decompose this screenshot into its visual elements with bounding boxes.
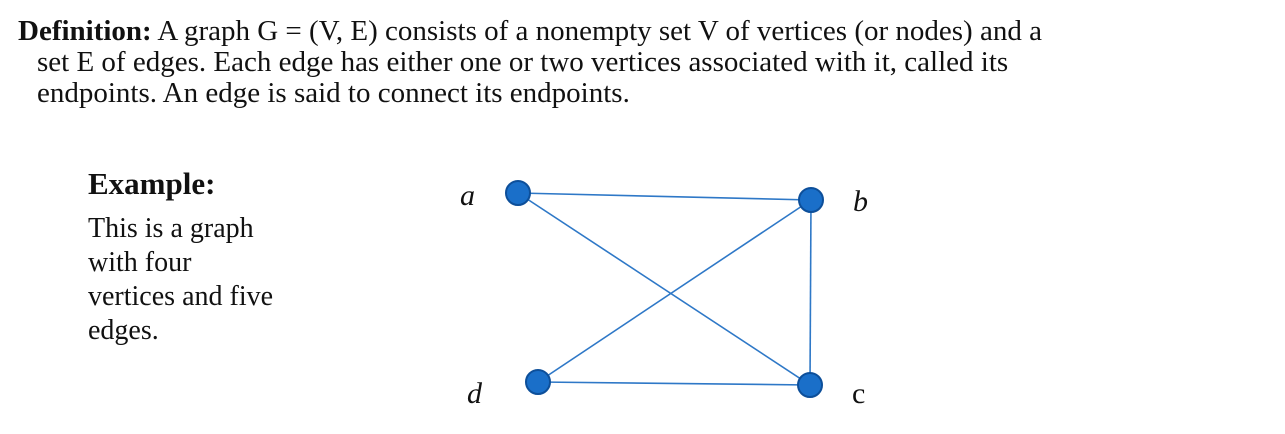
example-line-1: This is a graph — [88, 213, 254, 244]
example-line-2: with four — [88, 247, 192, 278]
definition-line-3: endpoints. An edge is said to connect it… — [37, 77, 630, 109]
vertex-c — [797, 372, 823, 398]
graph-labels: a b c d — [460, 179, 868, 410]
vertex-label-b: b — [853, 185, 868, 218]
edge-d-c — [537, 381, 811, 386]
definition-line-1: A graph G = (V, E) consists of a nonempt… — [151, 15, 1042, 47]
vertex-label-a: a — [460, 179, 475, 212]
edge-b-d — [537, 199, 812, 383]
example-title: Example: — [88, 166, 216, 201]
edge-a-c — [517, 192, 811, 386]
vertex-a — [505, 180, 531, 206]
example-text: This is a graph with four vertices and f… — [88, 212, 348, 348]
edge-b-c — [809, 199, 812, 386]
example-line-3: vertices and five — [88, 281, 274, 312]
graph-vertices — [505, 180, 824, 398]
vertex-b — [798, 187, 824, 213]
definition-paragraph: Definition: A graph G = (V, E) consists … — [18, 16, 1273, 109]
vertex-label-d: d — [467, 377, 483, 410]
definition-line-2: set E of edges. Each edge has either one… — [37, 46, 1009, 78]
vertex-label-c: c — [852, 377, 865, 410]
edge-a-b — [517, 192, 812, 201]
graph-edges — [517, 192, 812, 386]
example-line-4: edges. — [88, 315, 159, 346]
vertex-d — [525, 369, 551, 395]
definition-term: Definition: — [18, 15, 152, 47]
